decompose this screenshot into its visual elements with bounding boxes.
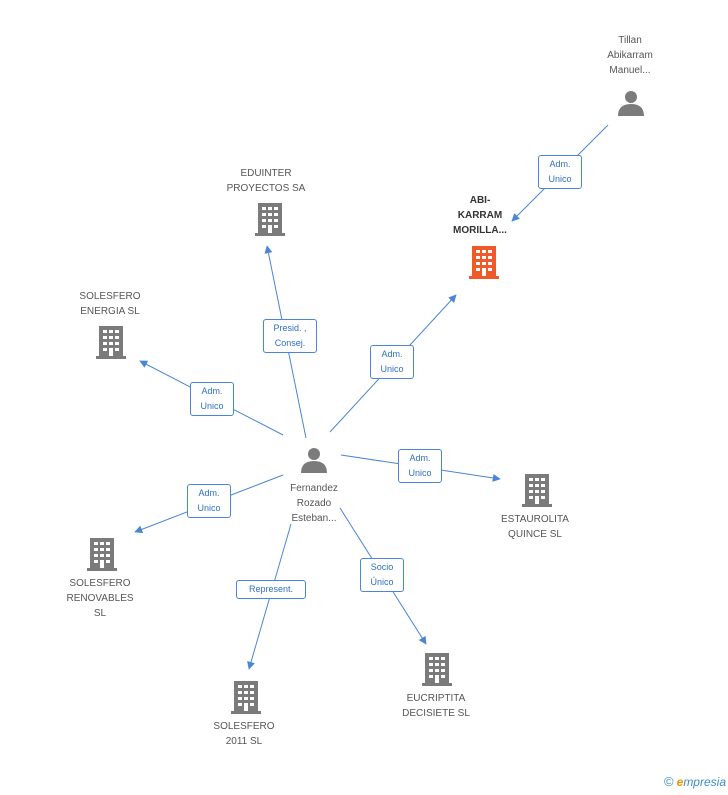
node-label-solesfero-2011: SOLESFERO 2011 SL (213, 721, 275, 747)
empresia-logo: ©empresia (664, 774, 726, 789)
node-label-abi-karram: ABI- KARRAM MORILLA... (453, 195, 507, 236)
node-label-eduinter: EDUINTER PROYECTOS SA (226, 168, 306, 194)
edge-label-center-solenergia: Adm. Unico (190, 382, 234, 416)
building-icon[interactable] (521, 473, 553, 507)
brand-first-letter: e (676, 775, 684, 789)
edge-label-center-eduinter: Presid. , Consej. (263, 319, 317, 353)
edge-label-center-estaurolita: Adm. Unico (398, 449, 442, 483)
building-icon-highlighted[interactable] (468, 245, 500, 279)
edge-label-center-sol2011: Represent. (236, 580, 306, 599)
building-icon[interactable] (254, 202, 286, 236)
node-label-tillan: Tillan Abikarram Manuel... (607, 35, 653, 76)
node-label-solesfero-energia: SOLESFERO ENERGIA SL (79, 291, 141, 317)
edge-label-center-eucriptita: Socio Único (360, 558, 404, 592)
edge-label-tillan-abi: Adm. Unico (538, 155, 582, 189)
building-icon[interactable] (230, 680, 262, 714)
edge-label-center-abi: Adm. Unico (370, 345, 414, 379)
node-label-eucriptita: EUCRIPTITA DECISIETE SL (402, 693, 470, 719)
person-icon[interactable] (300, 446, 328, 474)
node-label-center: Fernandez Rozado Esteban... (290, 483, 338, 524)
edge-label-center-renovables: Adm. Unico (187, 484, 231, 518)
building-icon[interactable] (421, 652, 453, 686)
building-icon[interactable] (95, 325, 127, 359)
person-icon[interactable] (617, 89, 645, 117)
node-label-solesfero-renovables: SOLESFERO RENOVABLES SL (66, 578, 134, 619)
brand-name: mpresia (683, 775, 726, 789)
building-icon[interactable] (86, 537, 118, 571)
copyright-symbol: © (664, 774, 674, 789)
node-label-estaurolita: ESTAUROLITA QUINCE SL (501, 514, 569, 540)
